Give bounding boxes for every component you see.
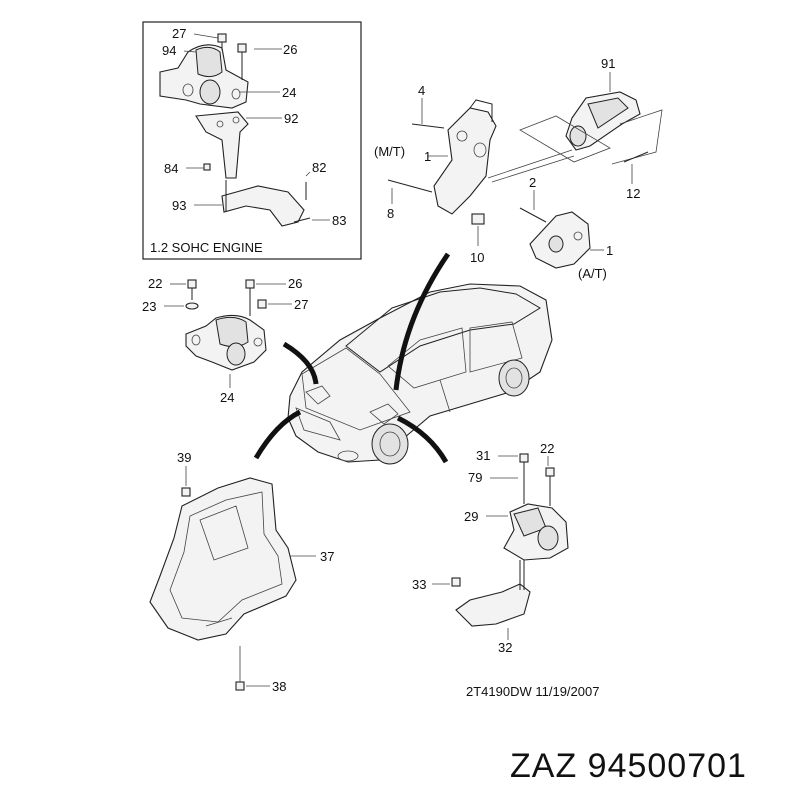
callout-26: 26 [283, 42, 297, 57]
brand-part-number: ZAZ 94500701 [510, 747, 747, 785]
callout-83: 83 [332, 213, 346, 228]
callout-94: 94 [162, 43, 176, 58]
callout-32: 32 [498, 640, 512, 655]
callout-92: 92 [284, 111, 298, 126]
callout-91: 91 [601, 56, 615, 71]
callout-8: 8 [387, 206, 394, 221]
callout-1-mt: 1 [424, 149, 431, 164]
inset-sohc-engine: 27 94 26 24 92 84 82 93 83 1.2 SOHC ENGI… [142, 21, 362, 260]
callout-10: 10 [470, 250, 484, 265]
callout-23: 23 [142, 299, 156, 314]
callout-31: 31 [476, 448, 490, 463]
callout-1-at: 1 [606, 243, 613, 258]
label-manual-transmission: (M/T) [374, 144, 405, 159]
callout-39: 39 [177, 450, 191, 465]
car-illustration [253, 252, 553, 465]
inset-title: 1.2 SOHC ENGINE [150, 240, 263, 255]
callout-26-mid: 26 [288, 276, 302, 291]
callout-24: 24 [282, 85, 296, 100]
callout-38: 38 [272, 679, 286, 694]
splash-shield-37-group: 39 37 38 [149, 450, 334, 694]
callout-22-lower: 22 [540, 441, 554, 456]
label-automatic-transmission: (A/T) [578, 266, 607, 281]
transmission-mount-group: 91 4 (M/T) 1 8 2 10 1 (A/T) 12 [374, 56, 663, 281]
callout-4: 4 [418, 83, 425, 98]
drawing-code: 2T4190DW 11/19/2007 [466, 684, 599, 699]
callout-84: 84 [164, 161, 178, 176]
callout-37: 37 [320, 549, 334, 564]
engine-mount-29-group: 31 22 79 29 33 32 [412, 441, 569, 655]
callout-22: 22 [148, 276, 162, 291]
callout-27-mid: 27 [294, 297, 308, 312]
engine-mount-24-group: 22 23 26 27 24 [142, 276, 308, 405]
callout-27: 27 [172, 26, 186, 41]
callout-33: 33 [412, 577, 426, 592]
callout-29: 29 [464, 509, 478, 524]
callout-12: 12 [626, 186, 640, 201]
callout-24-mid: 24 [220, 390, 234, 405]
callout-79: 79 [468, 470, 482, 485]
callout-82: 82 [312, 160, 326, 175]
callout-93: 93 [172, 198, 186, 213]
callout-2: 2 [529, 175, 536, 190]
